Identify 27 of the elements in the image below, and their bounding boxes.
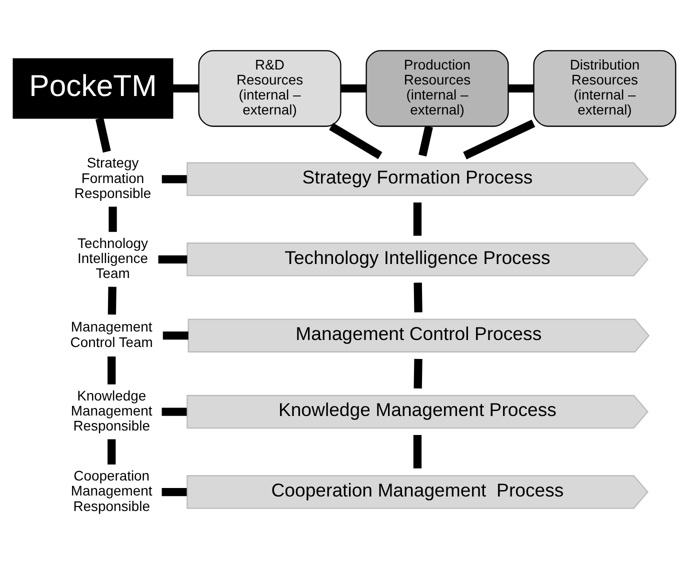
connector — [508, 84, 534, 92]
connector — [108, 356, 116, 384]
connector — [413, 202, 422, 236]
connector — [414, 358, 422, 388]
connector — [340, 84, 366, 92]
connector — [172, 84, 199, 92]
node-text: Knowledge Management Responsible — [70, 386, 152, 433]
connector — [418, 125, 433, 156]
node-text: Strategy Formation Responsible — [74, 154, 152, 200]
node-box: PockeTM — [12, 58, 174, 118]
connector — [414, 282, 422, 312]
node-text: Management Control Team — [70, 318, 153, 350]
connector — [108, 438, 116, 464]
node-text: Technology Intelligence Team — [78, 234, 148, 281]
connector — [158, 254, 188, 263]
connector — [162, 174, 187, 183]
node-box: Production Resources (internal – external) — [366, 50, 509, 126]
connector — [108, 206, 117, 232]
connector — [162, 331, 188, 340]
connector — [162, 487, 187, 496]
node-box: R&D Resources (internal – external) — [198, 50, 342, 126]
node-box: Distribution Resources (internal – external) — [533, 50, 676, 126]
connector — [162, 407, 187, 416]
connector — [413, 434, 422, 468]
connector — [108, 286, 116, 314]
connector — [96, 117, 111, 152]
node-text: Cooperation Management Responsible — [70, 467, 152, 514]
